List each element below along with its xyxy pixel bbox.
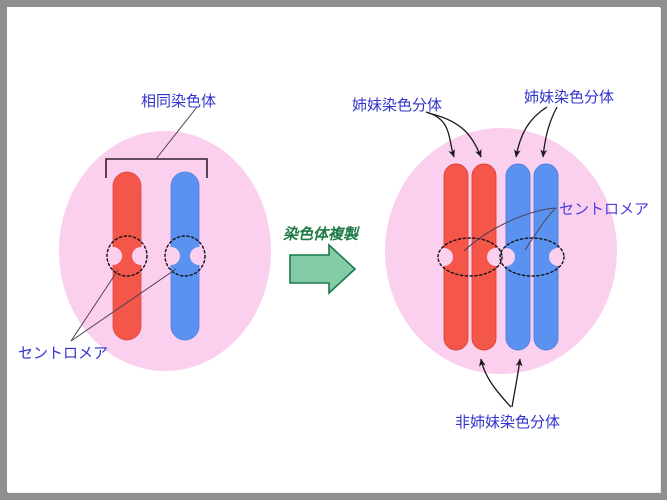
replication-arrow-icon: [289, 243, 357, 295]
right-centromere-leader-2: [524, 207, 557, 251]
left-cell-group: 相同染色体 セントロメア: [18, 92, 271, 371]
diagram-canvas: 相同染色体 セントロメア 染色体複製: [7, 7, 660, 492]
left-red-chromosome: [112, 171, 142, 341]
right-red-chromosome: [443, 163, 497, 351]
sister-chromatid-arrow-left-b: [427, 112, 482, 158]
left-blue-centromere-ring: [164, 235, 206, 277]
sister-chromatid-arrow-right-a: [513, 106, 548, 158]
left-red-centromere-ring: [106, 235, 148, 277]
label-sister-chromatids-right: 姉妹染色分体: [524, 88, 614, 106]
right-cell-group: 姉妹染色分体 姉妹染色分体 セントロメア 非姉妹染色分体: [352, 88, 649, 431]
red-chromatid-2: [471, 163, 497, 351]
left-centromere-leader-2: [70, 268, 177, 342]
blue-chromatid-2: [533, 163, 559, 351]
right-blue-centromere-ring: [499, 237, 565, 277]
left-blue-chromosome: [170, 171, 200, 341]
sister-chromatid-arrow-right-b: [540, 106, 558, 158]
blue-chromatid-1: [505, 163, 531, 351]
label-sister-chromatids-left: 姉妹染色分体: [352, 96, 442, 114]
label-right-centromere: セントロメア: [559, 200, 649, 218]
label-homologous-chromosomes: 相同染色体: [141, 92, 216, 110]
right-centromere-leader-1: [463, 207, 557, 252]
label-chromosome-replication: 染色体複製: [283, 225, 360, 243]
replication-transition-group: 染色体複製: [283, 225, 360, 295]
left-centromere-leader-1: [70, 269, 119, 342]
right-red-centromere-ring: [437, 237, 503, 277]
non-sister-arrow-right: [511, 358, 523, 408]
homologous-leader-line: [155, 106, 198, 160]
chromosome-replication-diagram: 相同染色体 セントロメア 染色体複製: [18, 88, 649, 431]
red-chromatid-1: [443, 163, 469, 351]
non-sister-arrow-left: [479, 358, 512, 408]
label-left-centromere: セントロメア: [18, 344, 108, 362]
label-non-sister-chromatids: 非姉妹染色分体: [455, 413, 560, 431]
